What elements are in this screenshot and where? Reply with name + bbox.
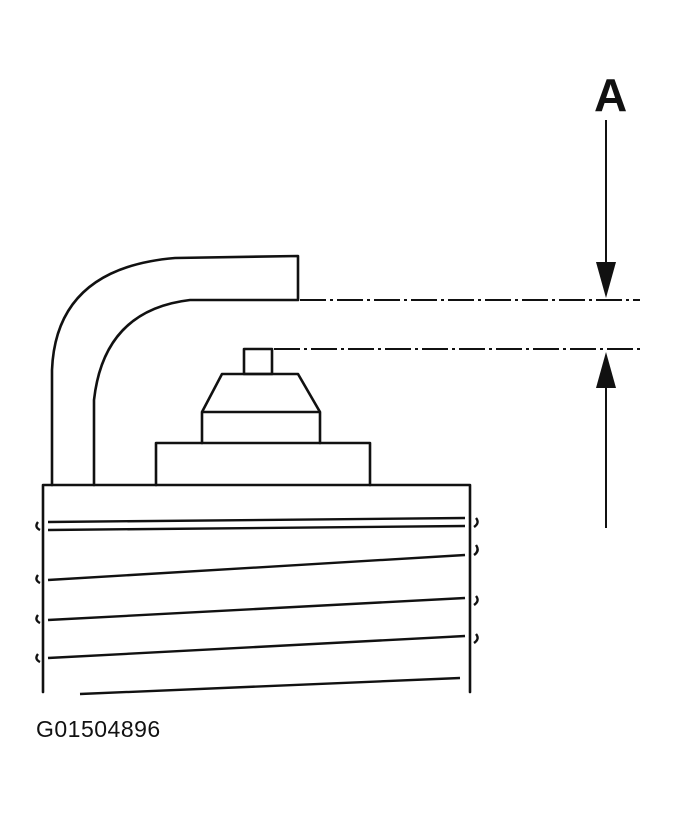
upper-dimension-arrow (596, 120, 616, 298)
center-electrode (242, 347, 274, 376)
insulator-tip (200, 372, 322, 445)
dimension-label: A (594, 69, 627, 121)
insulator-base (154, 441, 372, 487)
lower-dimension-arrow (596, 352, 616, 528)
figure-id: G01504896 (36, 716, 161, 742)
shell-threads (35, 516, 479, 696)
shell-body (41, 483, 472, 694)
ground-electrode (50, 254, 300, 487)
